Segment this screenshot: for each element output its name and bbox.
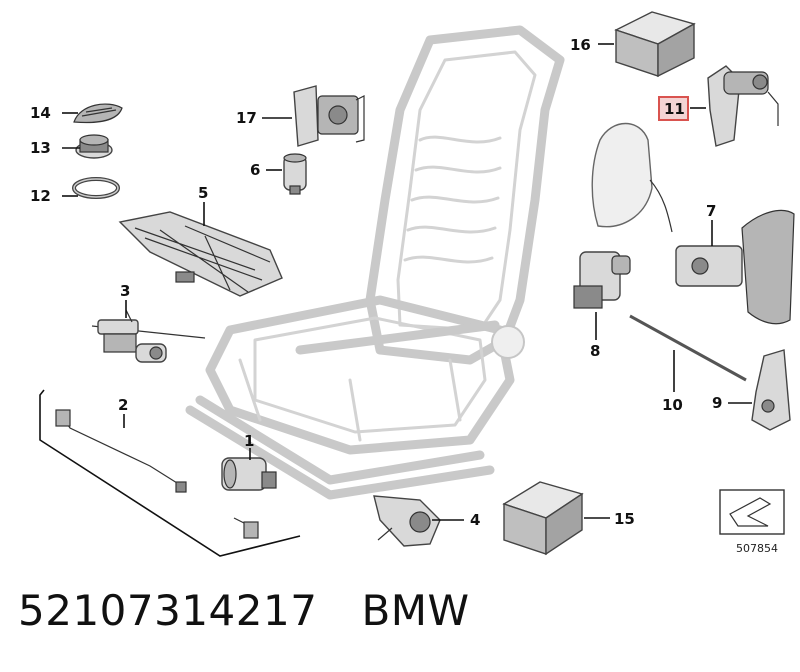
part-10-rod [629,314,747,382]
callout-11: 11 [664,100,685,118]
callout-16: 16 [570,36,591,54]
side-trim-panel [591,123,673,233]
part-5-seat-mat [118,211,283,297]
part-4-lever [373,495,441,547]
part-7-actuator [675,209,795,325]
callout-10: 10 [662,396,683,414]
part-13-knob [75,134,113,159]
part-3-adjuster-drive [91,309,206,363]
part-15-box [502,481,584,556]
callout-8: 8 [590,342,600,360]
reference-box: 507854 [719,489,785,555]
callout-7: 7 [706,202,716,220]
callout-5: 5 [198,184,208,202]
callout-6: 6 [250,161,260,179]
part-number: 52107314217 [18,586,318,635]
seat-frame-outline [185,25,565,500]
part-14-cover-cap [73,103,123,124]
callout-1: 1 [244,432,254,450]
callout-13: 13 [30,139,51,157]
callout-11-highlight [658,96,689,121]
part-6-motor [283,153,307,195]
reference-number: 507854 [736,542,778,555]
callout-14: 14 [30,104,51,122]
part-16-box [614,11,696,78]
callout-2: 2 [118,396,128,414]
callout-15: 15 [614,510,635,528]
callout-9: 9 [712,394,722,412]
arrow-icon [729,497,772,527]
callout-12: 12 [30,187,51,205]
part-12-ring [72,177,120,199]
part-2-cable [39,389,301,557]
callout-4: 4 [470,511,480,529]
footer-caption: 52107314217 BMW [18,586,470,635]
part-11-actuator-bracket [707,65,779,147]
callout-17: 17 [236,109,257,127]
brand-name: BMW [361,586,470,635]
part-9-handle [751,349,791,431]
callout-3: 3 [120,282,130,300]
part-17-bracket [293,85,365,147]
callout-numbers: 14 13 12 5 17 6 3 2 1 4 15 16 11 7 8 10 … [30,36,722,529]
leader-lines [62,43,752,521]
part-8-motor-unit [573,251,631,309]
part-1-gear-motor [221,457,277,491]
